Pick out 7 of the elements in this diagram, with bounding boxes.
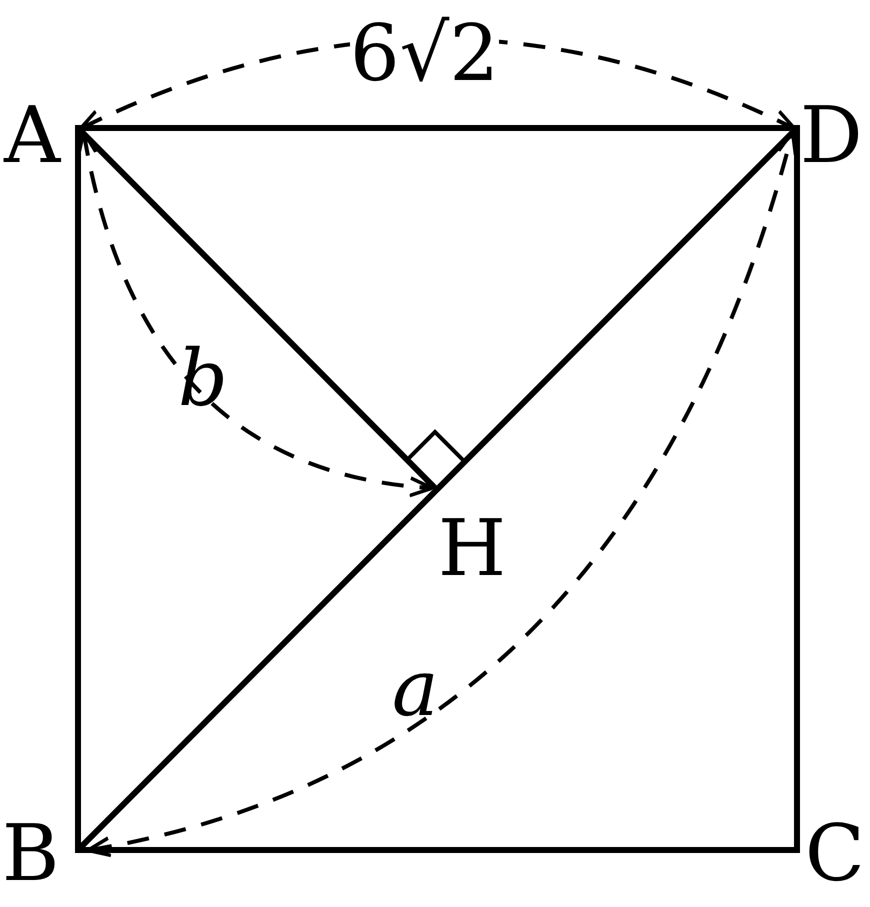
vertex-label: D xyxy=(800,97,863,175)
length-label: a xyxy=(392,650,439,728)
vertex-label: A xyxy=(4,97,60,175)
vertex-label: B xyxy=(2,815,60,893)
vertex-label: H xyxy=(438,510,506,588)
length-label: b xyxy=(178,340,228,418)
vertex-label: C xyxy=(805,815,865,893)
